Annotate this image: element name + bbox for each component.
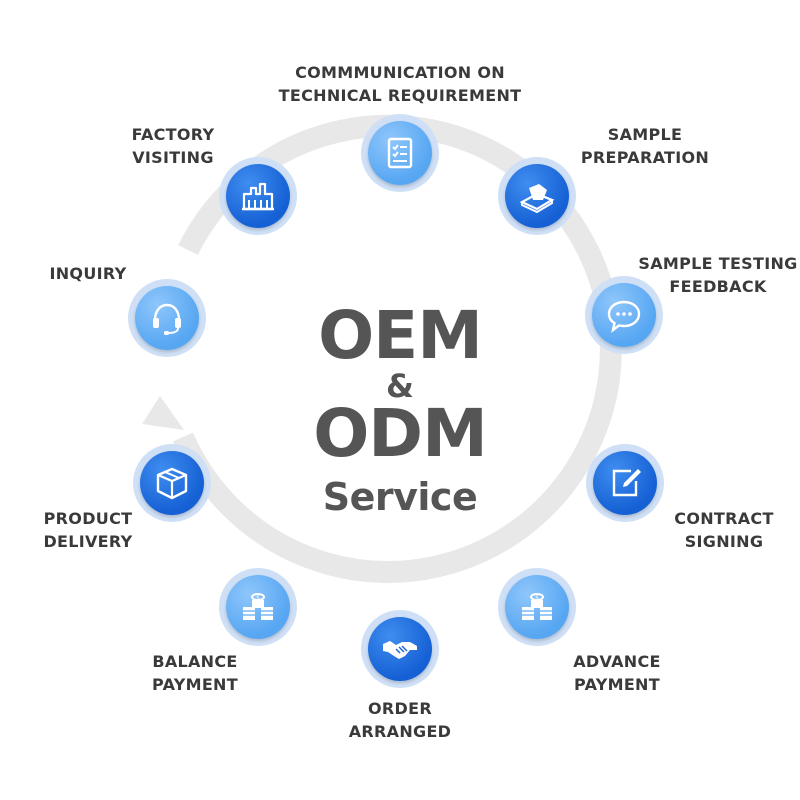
step-inquiry-label: INQUIRY xyxy=(49,264,127,283)
factory-icon xyxy=(242,182,274,211)
step-sample-preparation xyxy=(498,157,576,235)
step-communication-label: COMMMUNICATION ON TECHNICAL REQUIREMENT xyxy=(278,63,522,105)
ring-track xyxy=(172,114,622,583)
title-odm: ODM xyxy=(313,395,488,472)
step-factory-visiting-label: FACTORY VISITING xyxy=(131,125,215,167)
step-product-delivery xyxy=(133,444,211,522)
coin-stack-icon: $ xyxy=(522,593,552,620)
title-service: Service xyxy=(322,475,478,519)
box-icon xyxy=(156,467,188,500)
step-order-arranged xyxy=(361,610,439,688)
sample-tray-icon xyxy=(519,184,555,214)
title-oem: OEM xyxy=(318,297,483,374)
step-advance-payment: $ xyxy=(498,568,576,646)
step-communication xyxy=(361,114,439,192)
step-sample-testing xyxy=(585,276,663,354)
step-inquiry xyxy=(128,279,206,357)
svg-text:$: $ xyxy=(535,595,539,602)
cycle-arrow-head xyxy=(142,396,184,430)
step-product-delivery-label: PRODUCT DELIVERY xyxy=(43,509,133,551)
headset-icon xyxy=(153,303,181,335)
svg-text:$: $ xyxy=(256,595,260,602)
coin-stack-icon: $ xyxy=(243,593,273,620)
chat-bubble-icon xyxy=(607,300,641,333)
handshake-icon xyxy=(383,641,417,659)
step-advance-payment-label: ADVANCE PAYMENT xyxy=(573,652,661,694)
step-sample-testing-label: SAMPLE TESTING FEEDBACK xyxy=(638,254,798,296)
step-factory-visiting xyxy=(219,157,297,235)
checklist-icon xyxy=(387,137,413,169)
step-order-arranged-label: ORDER ARRANGED xyxy=(348,699,452,741)
step-balance-payment: $ xyxy=(219,568,297,646)
step-sample-preparation-label: SAMPLE PREPARATION xyxy=(580,125,710,167)
title-ampersand: & xyxy=(386,367,414,405)
step-contract-signing-label: CONTRACT SIGNING xyxy=(674,509,774,551)
step-balance-payment-label: BALANCE PAYMENT xyxy=(152,652,238,694)
step-contract-signing xyxy=(586,444,664,522)
pen-document-icon xyxy=(612,469,641,497)
